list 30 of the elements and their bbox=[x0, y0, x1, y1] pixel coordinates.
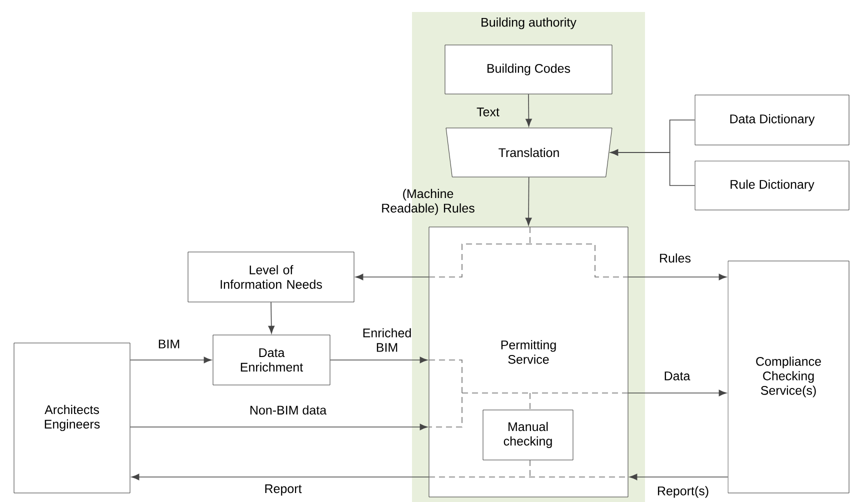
arrow bbox=[131, 474, 430, 480]
edge-label: Text bbox=[476, 108, 500, 116]
edge-label: Report(s) bbox=[658, 486, 708, 498]
arrow bbox=[525, 176, 532, 226]
arrow bbox=[330, 356, 428, 364]
process-box: Building Codes bbox=[444, 44, 612, 94]
process-box: Level of Information Needs bbox=[188, 252, 354, 302]
process-box: Architects Engineers bbox=[14, 342, 130, 494]
edge-label: Rules bbox=[660, 253, 691, 263]
edge-label: Non-BIM data bbox=[250, 405, 327, 415]
trapezoid-box: Translation bbox=[446, 128, 612, 178]
process-box: Data Dictionary bbox=[694, 94, 850, 146]
arrow bbox=[629, 474, 728, 480]
process-box: Manual checking bbox=[482, 410, 574, 460]
arrow bbox=[268, 302, 275, 334]
process-box: Data Enrichment bbox=[212, 334, 330, 386]
edge-label: (Machine Readable) Rules bbox=[382, 188, 474, 216]
arrow bbox=[526, 94, 532, 127]
process-box: Rule Dictionary bbox=[694, 160, 850, 210]
edge-label: BIM bbox=[158, 340, 180, 348]
process-box: Compliance Checking Service(s) bbox=[728, 260, 850, 494]
arrow bbox=[355, 274, 430, 280]
arrow bbox=[628, 390, 727, 396]
edge-label: Report bbox=[265, 484, 302, 496]
edge-label: Enriched BIM bbox=[363, 328, 411, 352]
arrow bbox=[628, 274, 727, 280]
edge-label: Data bbox=[664, 372, 690, 380]
arrow bbox=[130, 424, 428, 430]
arrow bbox=[130, 356, 212, 364]
arrow bbox=[610, 149, 696, 186]
